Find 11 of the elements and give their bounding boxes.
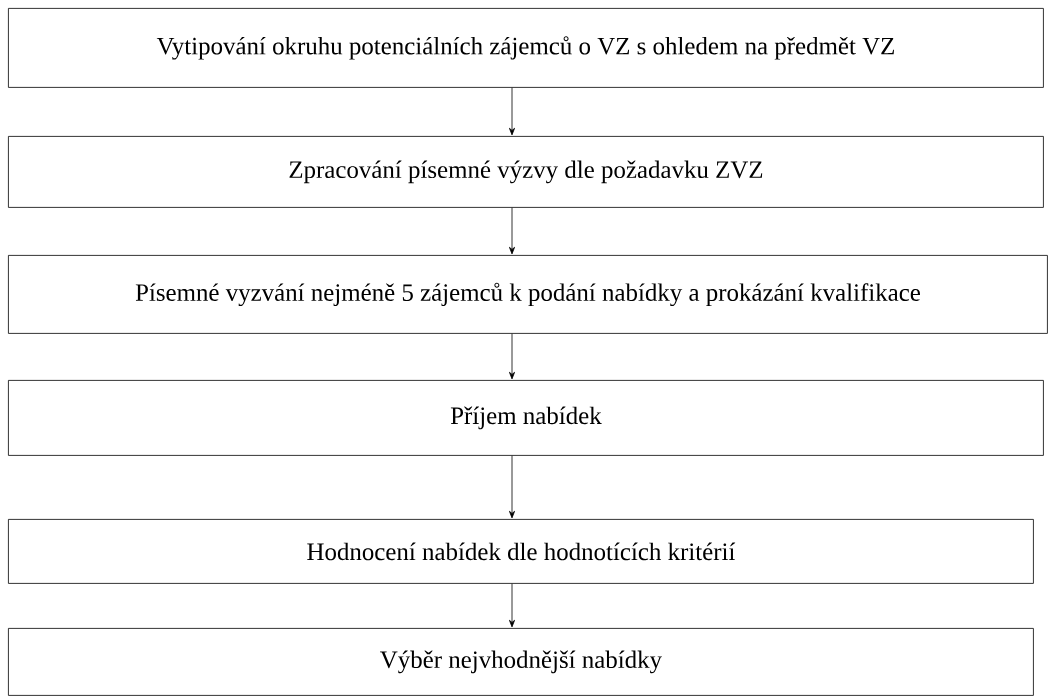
arrow [509,207,515,255]
process-box: Příjem nabídek [8,380,1044,456]
arrow [509,583,515,628]
process-box: Výběr nejvhodnější nabídky [8,628,1034,696]
arrow [509,333,515,380]
process-box: Zpracování písemné výzvy dle požadavku ZVZ [8,136,1044,208]
process-box: Písemné vyzvání nejméně 5 zájemců k podání nabídky a prokázání kvalifikace [8,255,1048,334]
arrow [509,455,515,519]
arrow [509,87,515,136]
process-box: Vytipování okruhu potenciálních zájemců o VZ s ohledem na předmět VZ [8,8,1044,88]
process-box: Hodnocení nabídek dle hodnotících kritérií [8,519,1034,584]
